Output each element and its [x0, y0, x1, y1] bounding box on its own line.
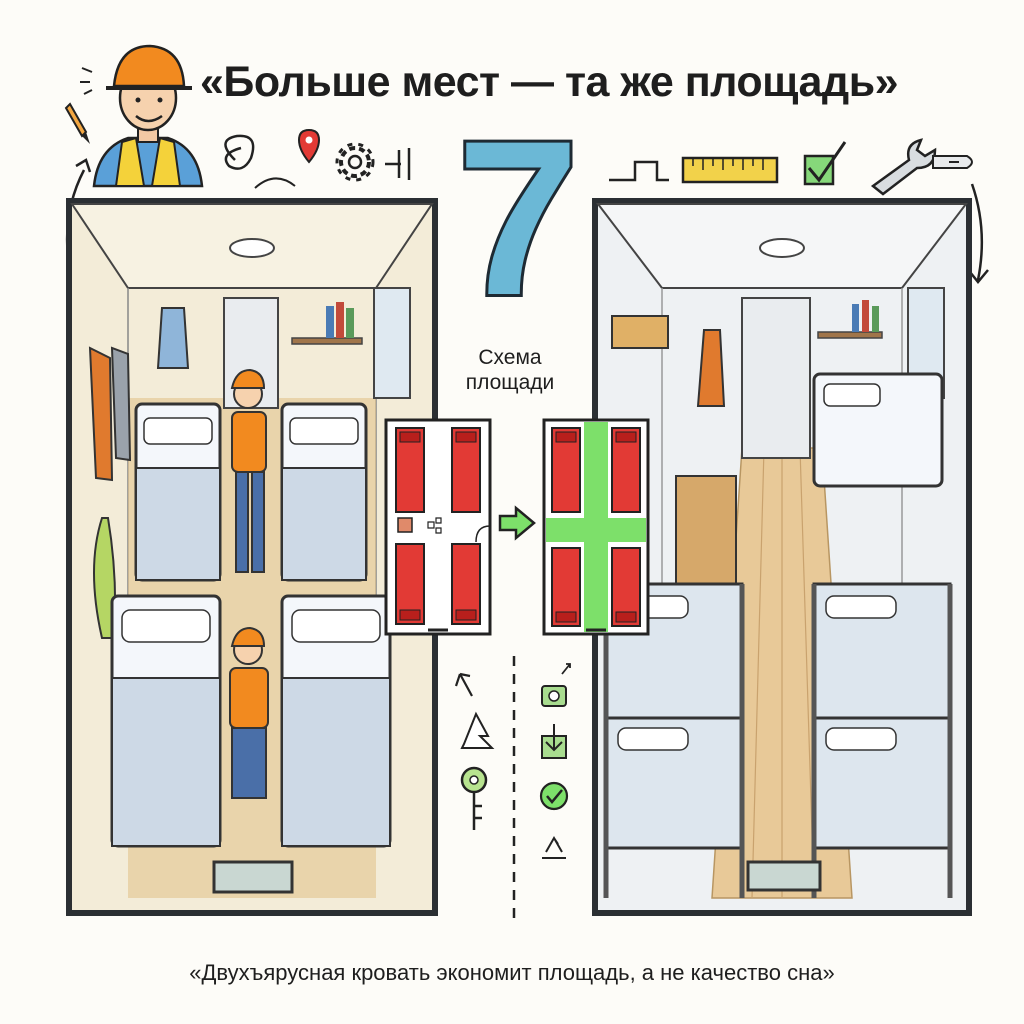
step-number: 7: [454, 95, 582, 341]
key-icon: [460, 766, 488, 830]
tape-icon: [460, 711, 495, 749]
scheme-label: Схема площади: [420, 345, 600, 395]
page-title: «Больше мест — та же площадь»: [200, 58, 899, 106]
arrow-up-icon: [454, 672, 473, 697]
bed-bottom-left: [110, 594, 222, 848]
bed-top-left: [134, 402, 222, 582]
middle-doodles: [454, 656, 571, 918]
header-doodles-left: [224, 128, 411, 189]
scheme-after: [542, 418, 650, 636]
bed-top-right: [280, 402, 368, 582]
header-doodles-right: [609, 138, 973, 196]
download-icon: [541, 724, 567, 759]
gear-icon: [335, 142, 375, 182]
room-before: [66, 198, 438, 916]
check-circle-icon: [539, 781, 569, 811]
room-after: [592, 198, 972, 916]
scheme-label-line2: площади: [465, 371, 555, 394]
wrench-icon: [870, 138, 973, 196]
scheme-label-line1: Схема: [478, 346, 542, 369]
ruler-icon: [681, 156, 779, 184]
checkbox-icon: [803, 141, 847, 186]
footer-caption: «Двухъярусная кровать экономит площадь, …: [189, 960, 835, 985]
arrow-icon: [969, 183, 989, 284]
arrow-right-icon: [498, 505, 536, 541]
swirl-icon: [224, 134, 255, 170]
camera-icon: [541, 663, 571, 707]
worker-avatar: [80, 44, 204, 188]
bunk-bed-right: [811, 582, 953, 898]
location-pin-icon: [297, 128, 321, 164]
worker-crouching: [229, 626, 269, 799]
worker-standing: [230, 368, 267, 573]
scheme-before: [384, 418, 492, 636]
bed-bottom-right: [280, 594, 392, 848]
recycle-icon: [542, 835, 566, 859]
